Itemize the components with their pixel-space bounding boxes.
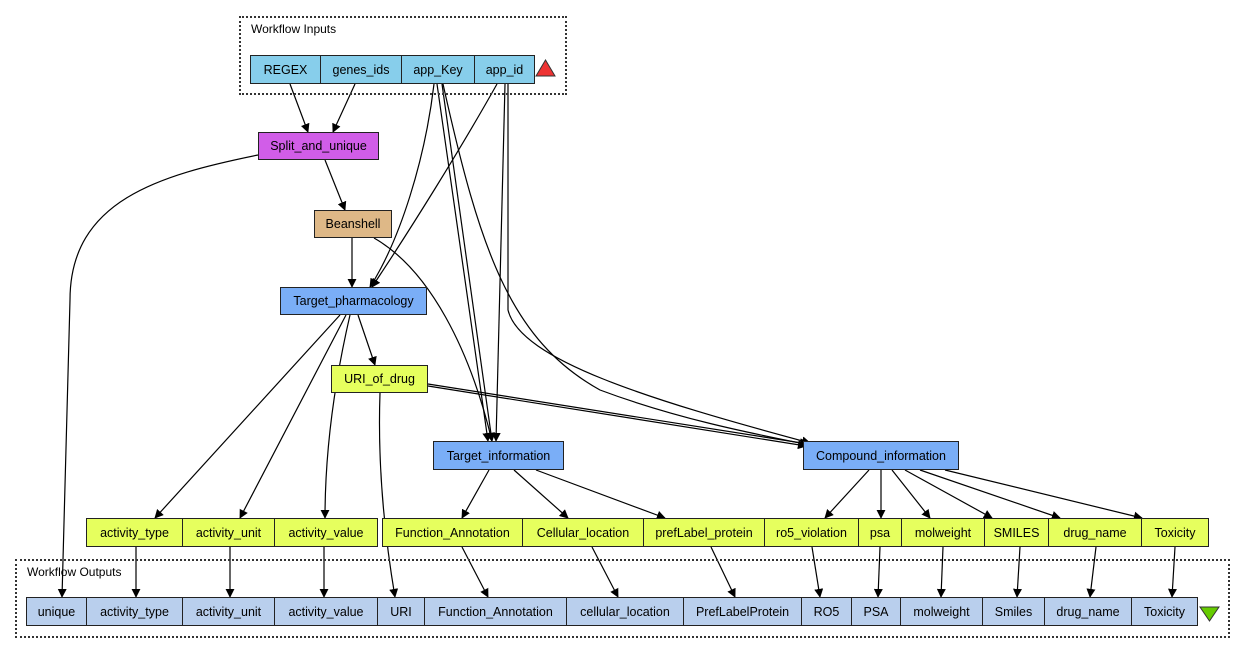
edge-appkey-targetpharm xyxy=(369,83,435,288)
port-molweight[interactable]: molweight xyxy=(901,518,985,547)
processor-split-and-unique[interactable]: Split_and_unique xyxy=(258,132,379,160)
edge-compound-ro5 xyxy=(824,469,870,519)
output-drug-name[interactable]: drug_name xyxy=(1044,597,1132,626)
edge-uri-compound-1 xyxy=(427,383,809,448)
edge-compound-drugname xyxy=(919,469,1061,520)
output-psa[interactable]: PSA xyxy=(851,597,901,626)
processor-uri-of-drug[interactable]: URI_of_drug xyxy=(331,365,428,393)
workflow-outputs-cluster: Workflow Outputs xyxy=(15,559,1230,638)
port-ro5-violation[interactable]: ro5_violation xyxy=(764,518,859,547)
edge-toxicity-out xyxy=(1167,546,1177,598)
edge-uri-compound-2 xyxy=(427,385,807,450)
output-toxicity[interactable]: Toxicity xyxy=(1131,597,1198,626)
edge-compound-toxicity xyxy=(944,469,1143,521)
port-activity-value[interactable]: activity_value xyxy=(274,518,378,547)
edge-targetpharm-activityvalue xyxy=(320,314,351,519)
edge-genes-split xyxy=(332,83,356,133)
edge-ro5-out xyxy=(811,546,824,598)
edge-psa-out xyxy=(873,546,883,598)
edge-funcann-out xyxy=(461,546,489,598)
processor-target-information[interactable]: Target_information xyxy=(433,441,564,470)
edge-uri-output xyxy=(378,392,399,598)
output-unique[interactable]: unique xyxy=(26,597,87,626)
port-function-annotation[interactable]: Function_Annotation xyxy=(382,518,523,547)
workflow-inputs-label: Workflow Inputs xyxy=(251,22,337,36)
edge-appkey-targetinfo-2 xyxy=(441,83,496,442)
port-toxicity[interactable]: Toxicity xyxy=(1141,518,1209,547)
edge-drugname-out xyxy=(1086,546,1097,598)
output-smiles[interactable]: Smiles xyxy=(982,597,1045,626)
edge-regex-split xyxy=(289,83,310,133)
port-drug-name[interactable]: drug_name xyxy=(1048,518,1142,547)
output-activity-type[interactable]: activity_type xyxy=(86,597,183,626)
workflow-inputs-cluster: Workflow Inputs xyxy=(239,16,567,95)
processor-beanshell[interactable]: Beanshell xyxy=(314,210,392,238)
edge-targetpharm-activityunit xyxy=(239,314,347,519)
edge-appid-targetpharm xyxy=(371,83,498,288)
output-cellular-location[interactable]: cellular_location xyxy=(566,597,684,626)
edge-appkey-compound xyxy=(442,83,811,448)
output-uri[interactable]: URI xyxy=(377,597,425,626)
edge-split-beanshell xyxy=(324,159,347,211)
edge-targetpharm-uri xyxy=(357,314,377,366)
output-function-annotation[interactable]: Function_Annotation xyxy=(424,597,567,626)
edge-appid-targetinfo xyxy=(491,83,506,442)
edge-smiles-out xyxy=(1012,546,1022,598)
workflow-outputs-label: Workflow Outputs xyxy=(27,565,122,579)
output-molweight[interactable]: molweight xyxy=(900,597,983,626)
input-app-id[interactable]: app_id xyxy=(474,55,535,84)
output-activity-unit[interactable]: activity_unit xyxy=(182,597,275,626)
edge-appid-compound xyxy=(507,84,811,446)
processor-target-pharmacology[interactable]: Target_pharmacology xyxy=(280,287,427,315)
port-cellular-location[interactable]: Cellular_location xyxy=(522,518,644,547)
edge-compound-smiles xyxy=(904,469,993,519)
port-smiles[interactable]: SMILES xyxy=(984,518,1049,547)
port-preflabel-protein[interactable]: prefLabel_protein xyxy=(643,518,765,547)
edge-targetpharm-activitytype xyxy=(154,314,341,519)
edge-targetinfo-cellloc xyxy=(513,469,569,519)
port-activity-type[interactable]: activity_type xyxy=(86,518,183,547)
output-ro5[interactable]: RO5 xyxy=(801,597,852,626)
edge-split-unique xyxy=(57,154,259,598)
edge-targetinfo-preflabel xyxy=(535,469,666,520)
port-activity-unit[interactable]: activity_unit xyxy=(182,518,275,547)
output-activity-value[interactable]: activity_value xyxy=(274,597,378,626)
edge-preflabel-out xyxy=(710,546,736,598)
edge-targetinfo-funcann xyxy=(461,469,490,519)
edge-beanshell-targetinfo xyxy=(373,237,495,442)
edge-compound-molweight xyxy=(891,469,931,519)
edge-appkey-targetinfo-1 xyxy=(436,83,492,442)
processor-compound-information[interactable]: Compound_information xyxy=(803,441,959,470)
input-app-key[interactable]: app_Key xyxy=(401,55,475,84)
edge-cellloc-out xyxy=(591,546,619,598)
input-regex[interactable]: REGEX xyxy=(250,55,321,84)
port-psa[interactable]: psa xyxy=(858,518,902,547)
input-genes-ids[interactable]: genes_ids xyxy=(320,55,402,84)
output-preflabelprotein[interactable]: PrefLabelProtein xyxy=(683,597,802,626)
edge-molweight-out xyxy=(936,546,946,598)
